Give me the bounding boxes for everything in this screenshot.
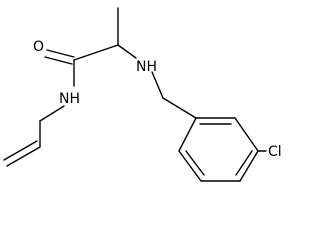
vinyl-bond-b — [3, 140, 38, 161]
ring-inner-bond-3 — [235, 150, 253, 176]
chlorine-label: Cl — [268, 144, 282, 160]
structure-canvas: O NH NH Cl — [3, 7, 282, 182]
molecule-drawing: O NH NH Cl — [3, 7, 282, 182]
amine-nitrogen-label: NH — [136, 59, 157, 75]
vinyl-bond-a — [6, 146, 41, 167]
alpha-to-amine-bond — [117, 44, 137, 59]
amine-to-ch2-bond — [151, 71, 164, 99]
ring-bond-1 — [178, 117, 197, 152]
ring-inner-bond-2 — [185, 150, 205, 176]
carbonyl-bond-a — [46, 49, 75, 58]
oxygen-label: O — [33, 39, 44, 55]
ring-bond-2 — [178, 150, 202, 182]
backbone-bond-1 — [73, 44, 119, 61]
amide-nitrogen-label: NH — [59, 91, 80, 107]
ring-bond-5 — [234, 117, 259, 152]
carbonyl-bond-b — [44, 56, 73, 65]
ring-bond-4 — [239, 150, 259, 182]
amide-to-allyl-bond — [39, 105, 65, 122]
ch2-to-ring-bond — [162, 97, 197, 119]
